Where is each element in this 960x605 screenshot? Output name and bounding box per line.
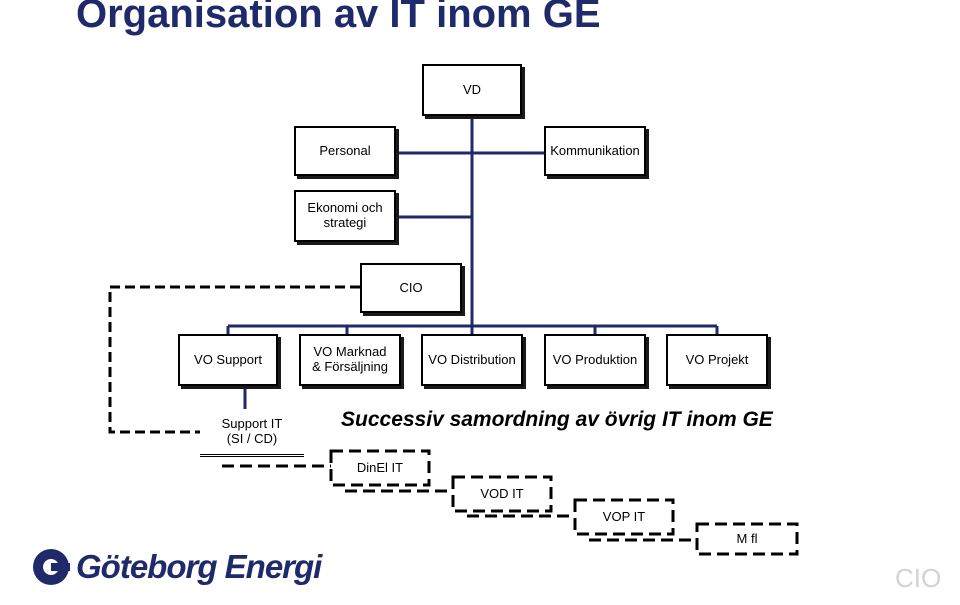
goteborg-energi-logo-icon: [33, 549, 70, 585]
box-personal: Personal: [294, 126, 396, 176]
box-vod-it: VOD IT: [480, 485, 524, 501]
coordination-heading: Successiv samordning av övrig IT inom GE: [341, 408, 773, 431]
box-support-it: Support IT (SI / CD): [200, 409, 304, 457]
page-title: Organisation av IT inom GE: [76, 0, 601, 36]
box-vo-marknad: VO Marknad & Försäljning: [299, 334, 401, 386]
box-dinel-it: DinEl IT: [356, 459, 404, 475]
box-vo-produktion: VO Produktion: [544, 334, 646, 386]
box-kommunikation: Kommunikation: [544, 126, 646, 176]
goteborg-energi-logo: Göteborg Energi: [32, 548, 322, 586]
box-cio: CIO: [360, 263, 462, 313]
box-ekonomi-och-strategi: Ekonomi och strategi: [294, 190, 396, 242]
logo-wordmark: Göteborg Energi: [76, 548, 322, 585]
corner-label: CIO: [895, 563, 942, 593]
box-vop-it: VOP IT: [602, 508, 646, 524]
box-vo-projekt: VO Projekt: [666, 334, 768, 386]
box-vo-support: VO Support: [178, 334, 278, 386]
box-vd: VD: [422, 64, 522, 116]
box-m-fl: M fl: [736, 530, 758, 546]
box-vo-distribution: VO Distribution: [421, 334, 523, 386]
